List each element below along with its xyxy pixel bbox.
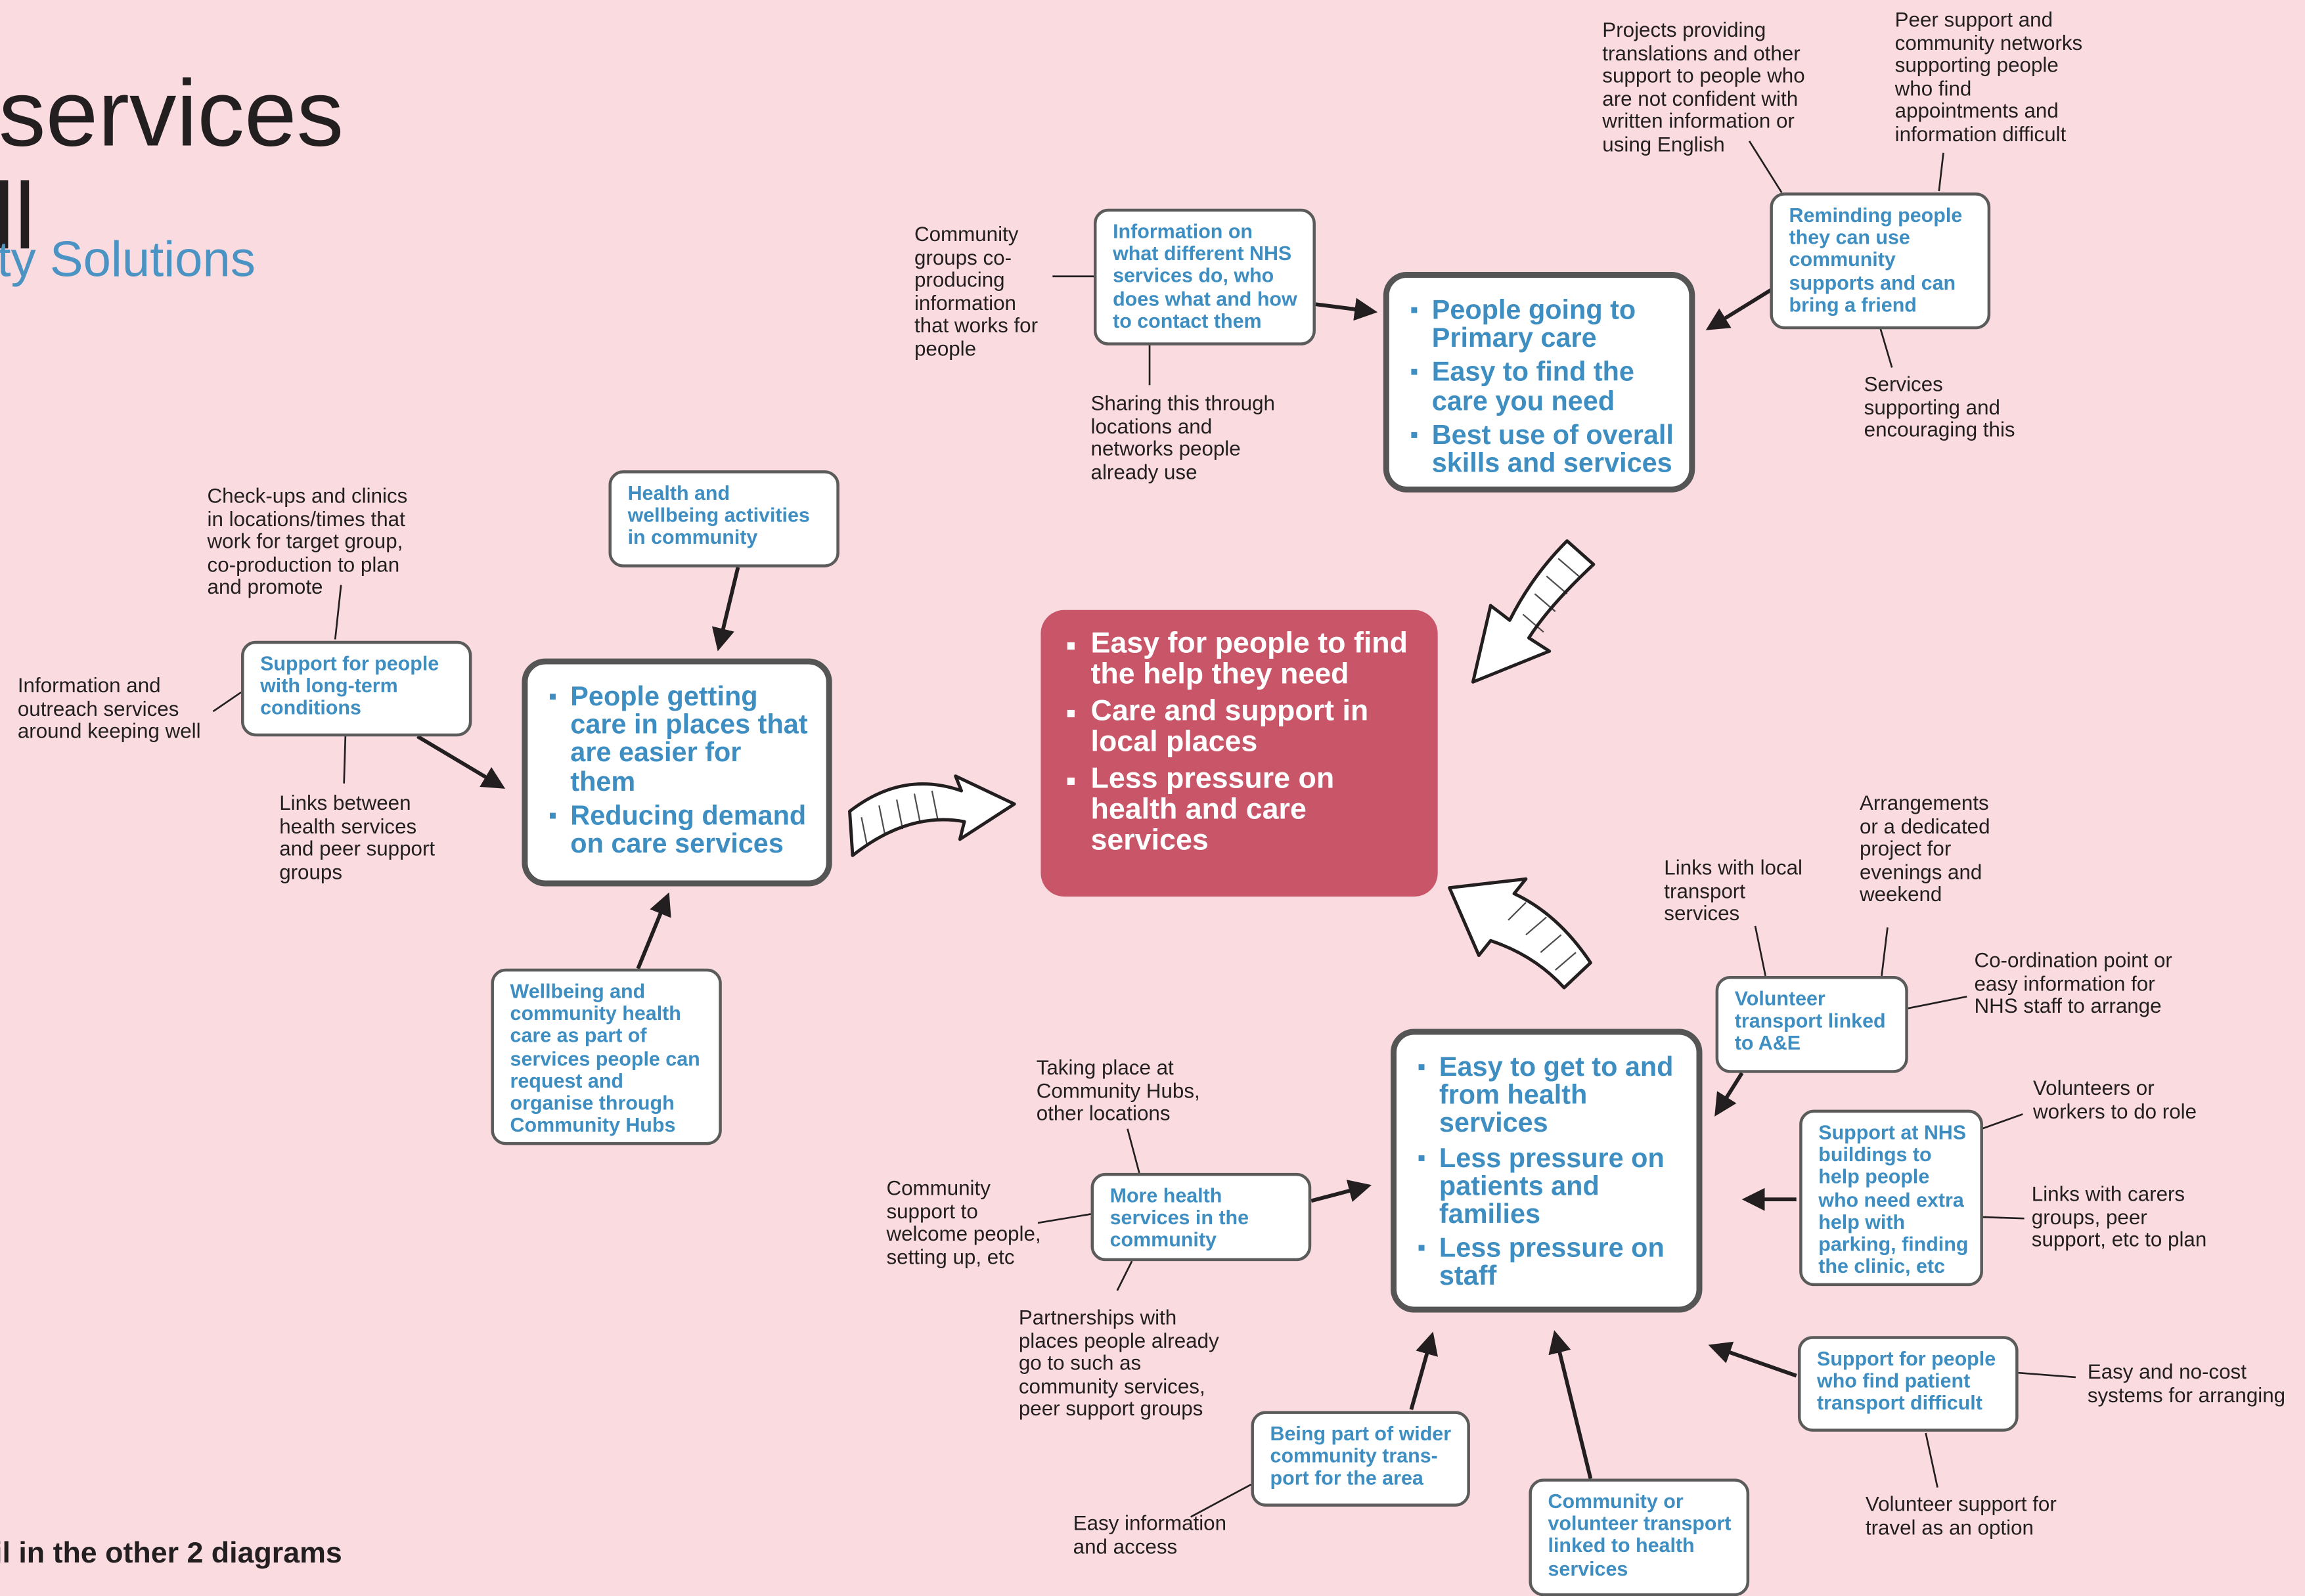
note-easy-access: Easy information and access: [1073, 1511, 1227, 1558]
hub-item: Less pressure on patients and families: [1418, 1143, 1682, 1228]
title-line: g: [0, 0, 344, 62]
patient-transport-box: Support for people who find patient tran…: [1797, 1336, 2019, 1432]
note-partnerships: Partnerships with places people already …: [1018, 1305, 1219, 1421]
long-term-conditions-box: Support for people with long-term condit…: [241, 640, 472, 737]
note-volunteer-travel: Volunteer support for travel as an optio…: [1865, 1492, 2057, 1539]
hub-item: Less pressure on staff: [1418, 1233, 1682, 1290]
arrow: [416, 734, 506, 789]
note-line: [1879, 327, 1893, 368]
volunteer-transport-ae-box: Volunteer transport linked to A&E: [1715, 975, 1908, 1073]
note-peer-support: Peer support and community networks supp…: [1894, 7, 2083, 146]
arrow: [1310, 1180, 1372, 1203]
note-line: [1908, 995, 1967, 1009]
note-line: [1190, 1484, 1252, 1518]
page-subtitle: ty Solutions: [0, 232, 256, 288]
note-line: [1037, 1213, 1091, 1224]
hub-item: Easy to find the care you need: [1411, 357, 1674, 414]
wider-community-transport-box: Being part of wider community trans-port…: [1251, 1411, 1470, 1507]
arrow: [636, 892, 671, 969]
nhs-services-info-box: Information on what different NHS servic…: [1093, 208, 1316, 345]
footer-note: il in the other 2 diagrams: [0, 1537, 342, 1570]
note-no-cost: Easy and no-cost systems for arranging: [2087, 1360, 2286, 1406]
note-peer-links: Links between health services and peer s…: [279, 790, 436, 883]
care-places-hub: People getting care in places that are e…: [522, 658, 832, 887]
central-outcome-item: Easy for people to find the help they ne…: [1065, 629, 1423, 691]
note-outreach: Information and outreach services around…: [17, 673, 201, 743]
hub-item: People going to Primary care: [1411, 295, 1674, 352]
note-line: [1925, 1432, 1938, 1488]
arrow: [1409, 1331, 1438, 1410]
central-outcome-item: Care and support in local places: [1065, 696, 1423, 759]
arrow-hatching: [1508, 902, 1577, 971]
note-encouraging: Services supporting and encouraging this: [1864, 372, 2015, 441]
reminding-box: Reminding people they can use community …: [1770, 192, 1991, 330]
arrow: [711, 567, 740, 652]
note-volunteers-role: Volunteers or workers to do role: [2033, 1076, 2197, 1122]
arrow: [1714, 1072, 1744, 1117]
more-health-services-box: More health services in the community: [1090, 1172, 1312, 1262]
arrow-hatching: [861, 790, 939, 847]
arrow: [1708, 1341, 1797, 1378]
title-line: all: [0, 163, 35, 269]
volunteer-transport-box: Community or volunteer transport linked …: [1529, 1478, 1750, 1596]
note-translations: Projects providing translations and othe…: [1602, 17, 1805, 156]
transport-hub: Easy to get to and from health services …: [1391, 1029, 1703, 1313]
note-hubs-locations: Taking place at Community Hubs, other lo…: [1036, 1055, 1200, 1125]
hub-item: Reducing demand on care services: [549, 801, 811, 857]
note-local-transport: Links with local transport services: [1664, 855, 1803, 925]
hub-item: Best use of overall skills and services: [1411, 420, 1674, 477]
hub-item: Easy to get to and from health services: [1418, 1052, 1682, 1137]
note-line: [1748, 141, 1783, 193]
note-coproducing: Community groups co-producing informatio…: [914, 221, 1039, 361]
hub-item: People getting care in places that are e…: [549, 682, 811, 795]
arrow-hatching: [1522, 558, 1580, 633]
title-line: r services: [0, 60, 344, 166]
note-carers-links: Links with carers groups, peer support, …: [2031, 1182, 2207, 1251]
note-line: [1981, 1113, 2023, 1130]
note-sharing: Sharing this through locations and netwo…: [1090, 391, 1275, 483]
note-coordination: Co-ordination point or easy information …: [1974, 948, 2172, 1018]
note-line: [1938, 152, 1944, 192]
big-arrow-right: [848, 774, 1016, 857]
central-outcome-box: Easy for people to find the help they ne…: [1041, 610, 1438, 897]
note-arrangements: Arrangements or a dedicated project for …: [1859, 790, 1990, 906]
note-welcome: Community support to welcome people, set…: [886, 1176, 1041, 1268]
note-line: [1754, 925, 1767, 977]
community-hubs-box: Wellbeing and community health care as p…: [491, 968, 722, 1145]
note-line: [334, 585, 342, 640]
big-arrow-down-left: [1471, 539, 1596, 684]
note-line: [1881, 927, 1889, 977]
arrow: [1548, 1330, 1593, 1480]
note-line: [212, 691, 242, 713]
big-arrow-up-left: [1448, 877, 1592, 990]
note-line: [1116, 1260, 1133, 1291]
arrow: [1705, 283, 1780, 330]
health-wellbeing-box: Health and wellbeing activities in commu…: [608, 470, 839, 567]
note-checkups: Check-ups and clinics in locations/times…: [207, 483, 408, 599]
note-line: [343, 734, 347, 784]
nhs-buildings-support-box: Support at NHS buildings to help people …: [1799, 1109, 1983, 1287]
note-line: [2018, 1371, 2076, 1379]
note-line: [1127, 1128, 1140, 1174]
note-line: [1981, 1216, 2025, 1220]
primary-care-hub: People going to Primary care Easy to fin…: [1383, 272, 1695, 493]
page-title: g r services all: [0, 0, 344, 267]
central-outcome-item: Less pressure on health and care service…: [1065, 764, 1423, 857]
arrow: [1315, 298, 1378, 321]
